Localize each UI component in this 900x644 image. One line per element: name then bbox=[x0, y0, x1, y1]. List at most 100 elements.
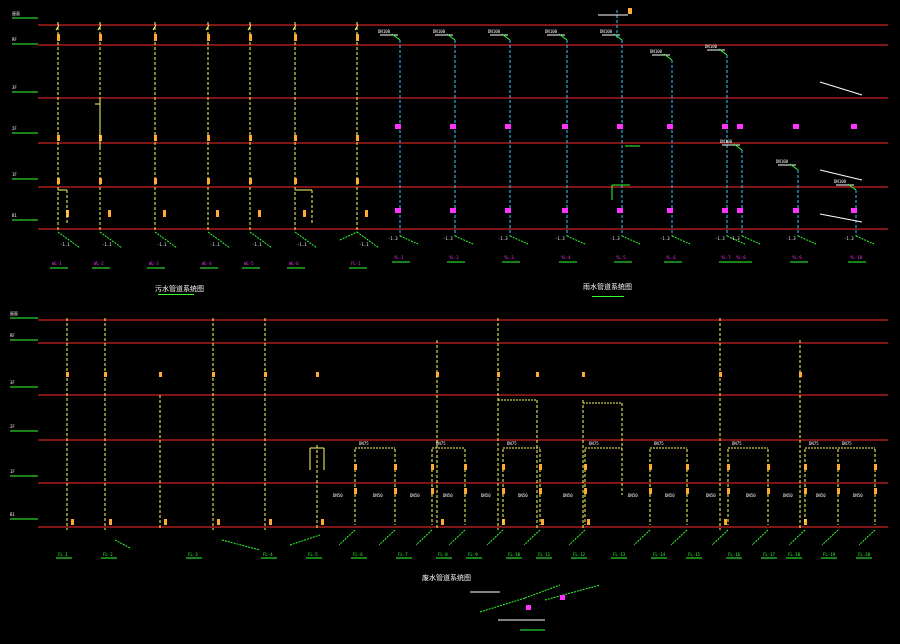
waste-riser-label-12: FL-13 bbox=[613, 552, 626, 557]
rain-drain-size-4: DN100 bbox=[600, 29, 613, 34]
sewage-riser-cap-3 bbox=[205, 24, 210, 31]
waste-pipe-size-5: DN50 bbox=[518, 493, 528, 498]
rain-fitting-b1-6 bbox=[722, 208, 728, 213]
sewage-riser-label-5: WL-6 bbox=[289, 261, 299, 266]
waste-fitting-3f-0 bbox=[66, 372, 69, 377]
level-label-upper-3: 2F bbox=[12, 126, 17, 131]
sewage-fitting-b1-2 bbox=[163, 210, 166, 217]
waste-fitting-3f-8 bbox=[536, 372, 539, 377]
waste-outlet-b bbox=[221, 539, 261, 551]
sewage-fitting-b1-3 bbox=[216, 210, 219, 217]
rain-fitting-2f-5 bbox=[667, 124, 673, 129]
rain-riser-label-1: YL-2 bbox=[449, 255, 459, 260]
waste-riser-label-5: FL-6 bbox=[353, 552, 363, 557]
sewage-outlet-elev-1: -1.1 bbox=[102, 242, 112, 247]
waste-fitting-b-9 bbox=[727, 488, 730, 494]
waste-fitting-b-2 bbox=[431, 488, 434, 494]
rain-fitting-b1-0 bbox=[395, 208, 401, 213]
waste-pipe-size-1: DN50 bbox=[373, 493, 383, 498]
waste-riser-label-2: FL-3 bbox=[188, 552, 198, 557]
rain-fitting-b1-4 bbox=[617, 208, 623, 213]
rain-drain-inlet-3 bbox=[558, 33, 568, 41]
rain-riser-label-6: YL-7 bbox=[721, 255, 731, 260]
sewage-fitting-2f-0 bbox=[57, 135, 60, 141]
rain-drain-size-6: DN100 bbox=[705, 44, 718, 49]
waste-outlet-13 bbox=[858, 529, 876, 546]
rain-fitting-2f-4 bbox=[617, 124, 623, 129]
rain-drain-inlet-9 bbox=[847, 183, 857, 191]
rain-outlet-elev-8: -1.3 bbox=[786, 236, 796, 241]
waste-riser-label-14: FL-15 bbox=[688, 552, 701, 557]
waste-outlet-1 bbox=[378, 529, 396, 546]
sewage-fitting-1f-3 bbox=[207, 178, 210, 184]
sewage-fitting-1f-1 bbox=[99, 178, 102, 184]
waste-fitting-1f-9 bbox=[727, 464, 730, 470]
waste-fitting-3f-2 bbox=[159, 372, 162, 377]
rain-outlet-elev-0: -1.3 bbox=[388, 236, 398, 241]
sewage-outlet-elev-3: -1.1 bbox=[210, 242, 220, 247]
waste-pipe-size-13: DN50 bbox=[853, 493, 863, 498]
waste-header-size-4: DN75 bbox=[654, 441, 664, 446]
waste-riser-label-17: FL-18 bbox=[788, 552, 801, 557]
sewage-outlet-elev-4: -1.1 bbox=[252, 242, 262, 247]
waste-riser-label-6: FL-7 bbox=[398, 552, 408, 557]
waste-fitting-b-7 bbox=[649, 488, 652, 494]
waste-fitting-b-1 bbox=[394, 488, 397, 494]
waste-fitting-3f-1 bbox=[104, 372, 107, 377]
sewage-outlet-3 bbox=[207, 231, 231, 249]
sewage-outlet-0 bbox=[57, 231, 81, 249]
waste-header-size-7: DN75 bbox=[842, 441, 852, 446]
rain-drain-size-2: DN100 bbox=[488, 29, 501, 34]
sewage-riser-label-2: WL-3 bbox=[149, 261, 159, 266]
rain-outlet-elev-1: -1.3 bbox=[443, 236, 453, 241]
sewage-fitting-b1-0 bbox=[66, 210, 69, 217]
sewage-fitting-rf-2 bbox=[154, 34, 157, 41]
rain-fitting-2f-9 bbox=[851, 124, 857, 129]
rain-drain-inlet-2 bbox=[501, 33, 511, 41]
waste-riser-label-18: FL-19 bbox=[823, 552, 836, 557]
waste-fitting-b-13 bbox=[874, 488, 877, 494]
rain-outlet-elev-2: -1.3 bbox=[498, 236, 508, 241]
level-label-lower-2: 3F bbox=[10, 380, 15, 385]
waste-riser-label-0: FL-1 bbox=[58, 552, 68, 557]
waste-fitting-1f-5 bbox=[539, 464, 542, 470]
sewage-outlet-elev-2: -1.1 bbox=[157, 242, 167, 247]
rain-fitting-2f-0 bbox=[395, 124, 401, 129]
waste-outlet-7 bbox=[633, 529, 651, 546]
waste-outlet-12 bbox=[821, 529, 839, 546]
waste-fitting-1f-4 bbox=[502, 464, 505, 470]
sewage-fitting-2f-3 bbox=[207, 135, 210, 141]
waste-outlet-0 bbox=[338, 529, 356, 546]
rain-drain-size-3: DN100 bbox=[545, 29, 558, 34]
waste-outlet-3 bbox=[448, 529, 466, 546]
waste-outlet-8 bbox=[670, 529, 688, 546]
waste-riser-label-3: FL-4 bbox=[263, 552, 273, 557]
rain-outlet-3 bbox=[566, 235, 586, 245]
sewage-outlet-elev-0: -1.1 bbox=[60, 242, 70, 247]
sewage-fitting-b1-1 bbox=[108, 210, 111, 217]
rain-fitting-b1-1 bbox=[450, 208, 456, 213]
waste-riser-label-4: FL-5 bbox=[308, 552, 318, 557]
sewage-riser-cap-6 bbox=[354, 24, 359, 31]
waste-riser-label-7: FL-8 bbox=[438, 552, 448, 557]
waste-pipe-size-4: DN50 bbox=[481, 493, 491, 498]
sewage-fitting-1f-0 bbox=[57, 178, 60, 184]
waste-fitting-b1-0 bbox=[71, 519, 74, 525]
rain-outlet-6 bbox=[726, 235, 746, 245]
waste-pipe-size-12: DN50 bbox=[816, 493, 826, 498]
rain-riser-label-9: YL-10 bbox=[850, 255, 863, 260]
detail-line-3 bbox=[544, 584, 601, 601]
waste-riser-label-19: FL-20 bbox=[858, 552, 871, 557]
sewage-riser-label-0: WL-1 bbox=[52, 261, 62, 266]
sewage-fitting-b1-6 bbox=[365, 210, 368, 217]
rain-drain-inlet-1 bbox=[446, 33, 456, 41]
waste-riser-label-1: FL-2 bbox=[103, 552, 113, 557]
level-label-lower-3: 2F bbox=[10, 424, 15, 429]
waste-fitting-3f-7 bbox=[497, 372, 500, 377]
waste-pipe-size-7: DN50 bbox=[628, 493, 638, 498]
waste-fitting-b-12 bbox=[837, 488, 840, 494]
rain-roof-leader-2 bbox=[819, 169, 863, 181]
rain-fitting-b1-7 bbox=[737, 208, 743, 213]
sewage-outlet-6 bbox=[356, 231, 380, 249]
